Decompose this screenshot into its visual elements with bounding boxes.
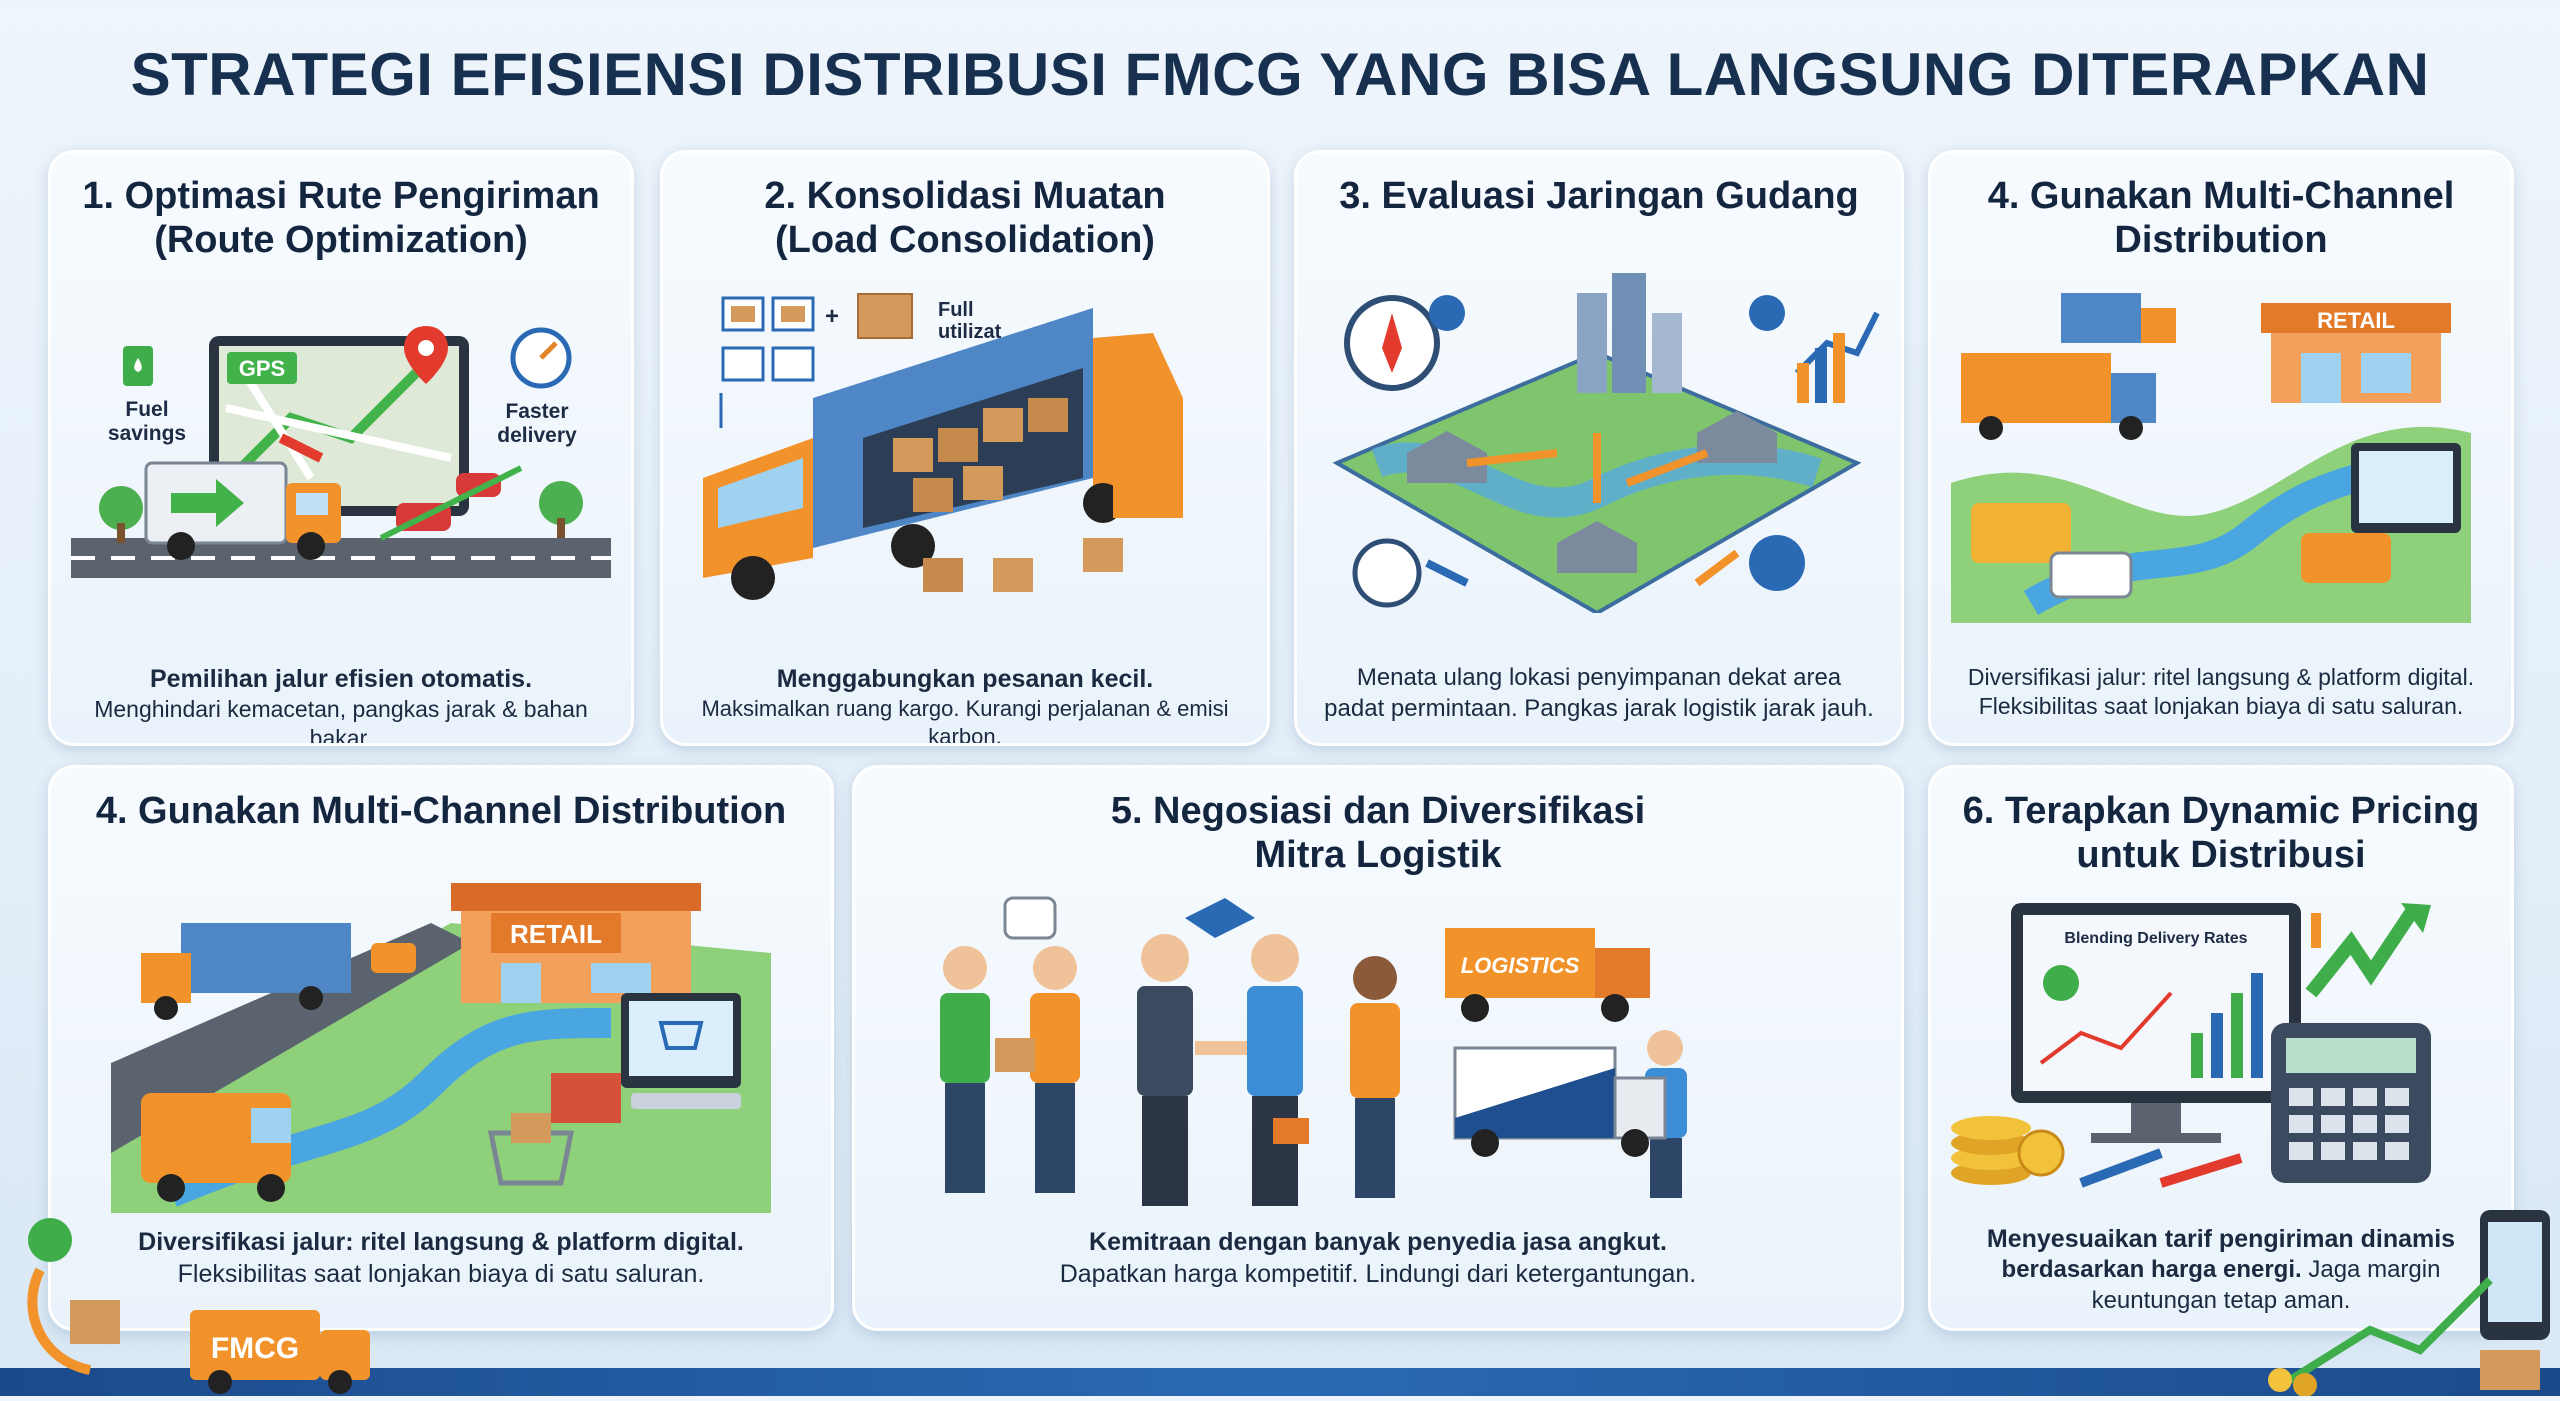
route-illustration: GPS Fuel savings Faster delivery xyxy=(51,288,631,588)
card-multi-channel-top: 4. Gunakan Multi-Channel Distribution RE… xyxy=(1928,150,2514,746)
card-route-optimization: 1. Optimasi Rute Pengiriman (Route Optim… xyxy=(48,150,634,746)
truck-boxes-icon: + Full utilizat xyxy=(703,293,1183,600)
card-description: Diversifikasi jalur: ritel langsung & pl… xyxy=(1967,664,2475,720)
card-title: 6. Terapkan Dynamic Pricing untuk Distri… xyxy=(1962,790,2480,876)
screen-label: Blending Delivery Rates xyxy=(2064,930,2247,947)
card-description: Menggabungkan pesanan kecil. Maksimalkan… xyxy=(701,665,1229,746)
gps-label: GPS xyxy=(239,356,285,381)
warehouse-illustration xyxy=(1297,253,1901,613)
full-utilization-label: Full xyxy=(938,299,974,321)
retail-store-icon: RETAIL xyxy=(1951,293,2471,623)
card-load-consolidation: 2. Konsolidasi Muatan (Load Consolidatio… xyxy=(660,150,1270,746)
card-title: 4. Gunakan Multi-Channel Distribution xyxy=(1987,175,2455,261)
card-warehouse-network: 3. Evaluasi Jaringan Gudang Menata xyxy=(1294,150,1904,746)
card-description: Pemilihan jalur efisien otomatis. Menghi… xyxy=(94,665,588,746)
svg-text:savings: savings xyxy=(108,422,186,445)
svg-text:+: + xyxy=(825,303,839,330)
handshake-icon: LOGISTICS xyxy=(940,896,1687,1206)
logistics-label: LOGISTICS xyxy=(1461,953,1580,978)
card-description: Kemitraan dengan banyak penyedia jasa an… xyxy=(1059,1228,1697,1288)
retail-label: RETAIL xyxy=(510,919,602,949)
svg-text:delivery: delivery xyxy=(497,424,577,447)
svg-text:utilizat: utilizat xyxy=(938,321,1002,343)
multichannel-illustration: RETAIL xyxy=(1931,283,2511,623)
card-multi-channel-bottom: 4. Gunakan Multi-Channel Distribution RE… xyxy=(48,765,834,1331)
multichannel-illustration: RETAIL xyxy=(51,863,831,1213)
page-title: STRATEGI EFISIENSI DISTRIBUSI FMCG YANG … xyxy=(130,41,2430,108)
retail-delivery-icon: RETAIL xyxy=(111,883,771,1213)
route-map-icon: GPS Fuel savings Faster delivery xyxy=(71,326,611,578)
growth-phone-icon xyxy=(2250,1200,2560,1397)
fuel-label: Fuel xyxy=(125,398,168,421)
retail-label: RETAIL xyxy=(2317,308,2395,333)
fmcg-badge: FMCG xyxy=(211,1332,299,1365)
card-title: 3. Evaluasi Jaringan Gudang xyxy=(1339,175,1859,217)
partners-illustration: LOGISTICS xyxy=(855,888,1901,1218)
people xyxy=(940,934,1687,1206)
footer-bar xyxy=(0,1368,2560,1396)
card-title: 5. Negosiasi dan Diversifikasi Mitra Log… xyxy=(1110,790,1646,876)
card-description: Menata ulang lokasi penyimpanan dekat ar… xyxy=(1324,664,1874,722)
card-title: 2. Konsolidasi Muatan (Load Consolidatio… xyxy=(764,175,1166,261)
card-logistics-partners: 5. Negosiasi dan Diversifikasi Mitra Log… xyxy=(852,765,1904,1331)
card-dynamic-pricing: 6. Terapkan Dynamic Pricing untuk Distri… xyxy=(1928,765,2514,1331)
card-description: Diversifikasi jalur: ritel langsung & pl… xyxy=(138,1228,744,1288)
warehouse-map-icon xyxy=(1332,273,1880,613)
consolidation-illustration: + Full utilizat xyxy=(663,288,1267,608)
fmcg-delivery-truck-icon: FMCG xyxy=(10,1210,390,1396)
card-description: Menyesuaikan tarif pengiriman dinamis be… xyxy=(1986,1225,2456,1314)
pricing-illustration: Blending Delivery Rates xyxy=(1931,883,2511,1213)
card-title: 1. Optimasi Rute Pengiriman (Route Optim… xyxy=(82,175,600,261)
faster-label: Faster xyxy=(505,400,568,423)
card-title: 4. Gunakan Multi-Channel Distribution xyxy=(95,790,787,832)
pricing-dashboard-icon: Blending Delivery Rates xyxy=(1951,903,2431,1188)
